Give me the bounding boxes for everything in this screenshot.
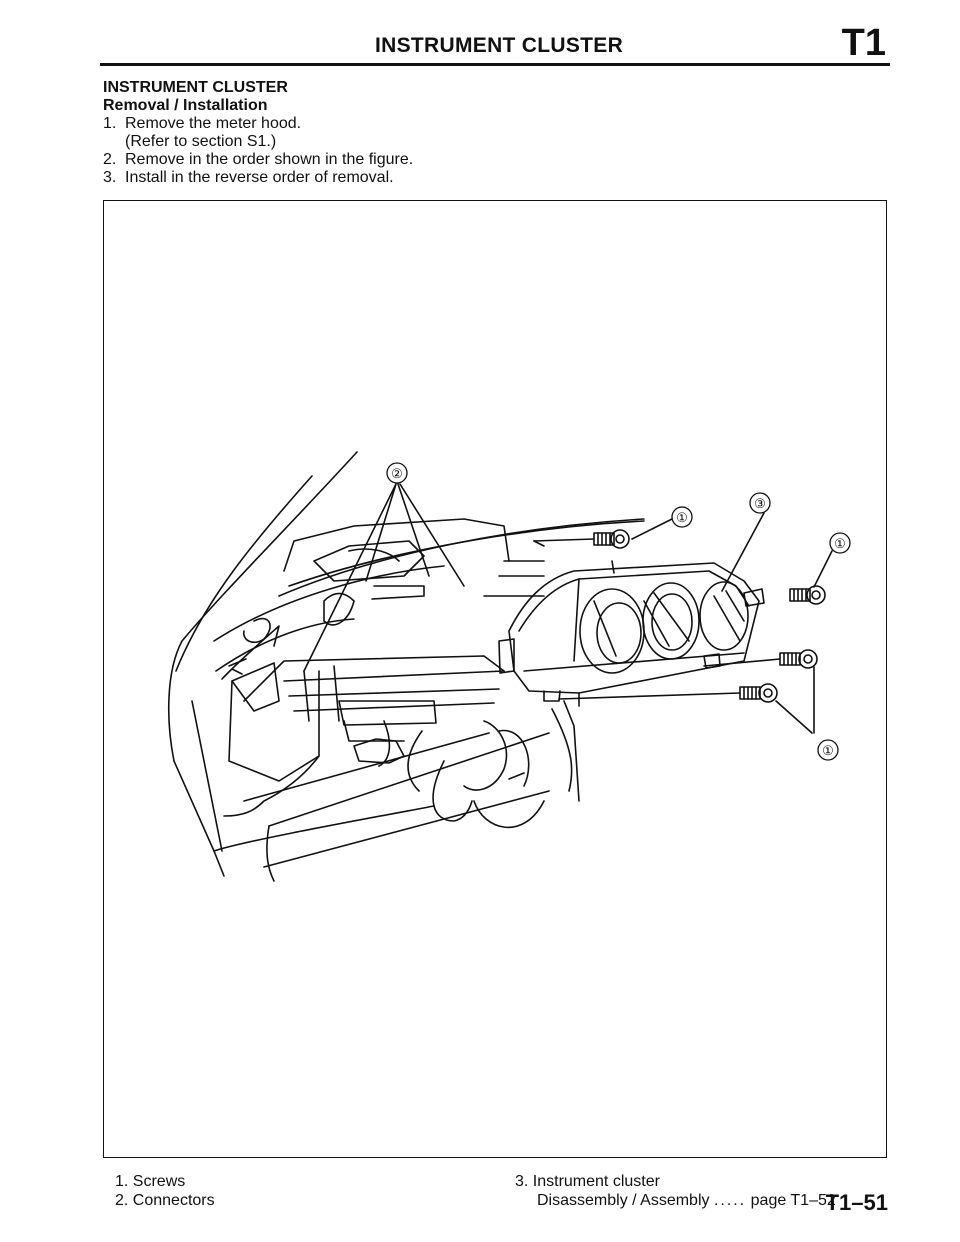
reference-label: Disassembly / Assembly (537, 1192, 710, 1209)
step-1-note: (Refer to section S1.) (103, 133, 413, 151)
callout-labels: ② ① ③ ① ① (391, 467, 846, 759)
reference-page: page T1–52 (750, 1192, 836, 1209)
legend-item-screws: 1. Screws (115, 1173, 186, 1190)
legend-right: 3. Instrument cluster Disassembly / Asse… (515, 1172, 836, 1210)
instrument-cluster-drawing (498, 540, 765, 707)
instrument-cluster-illustration: ② ① ③ ① ① (167, 451, 851, 882)
step-text: Remove the meter hood. (125, 115, 302, 132)
screw-drawings (533, 529, 826, 703)
step-text: Install in the reverse order of removal. (125, 169, 394, 186)
legend-left: 1. Screws 2. Connectors (115, 1172, 215, 1210)
step-number: 1. (103, 115, 117, 132)
legend-item-connectors: 2. Connectors (115, 1192, 215, 1209)
dashboard-drawing (167, 451, 645, 882)
legend-item-instrument-cluster: 3. Instrument cluster (515, 1173, 660, 1190)
callout-1c-label: ① (822, 744, 834, 759)
header-rule (100, 63, 890, 66)
callout-2-label: ② (391, 467, 403, 482)
header-title: INSTRUMENT CLUSTER (375, 34, 624, 57)
callout-3-label: ③ (754, 497, 766, 512)
section-title: INSTRUMENT CLUSTER (103, 79, 288, 96)
page-header: INSTRUMENT CLUSTER T1 (100, 22, 890, 64)
leader-lines (303, 483, 833, 734)
page-number: T1–51 (825, 1190, 888, 1215)
procedure-steps: 1. Remove the meter hood. (Refer to sect… (103, 115, 413, 187)
callout-1b-label: ① (834, 537, 846, 552)
step-number: 3. (103, 169, 117, 186)
figure-frame: ② ① ③ ① ① (103, 200, 887, 1158)
step-number: 2. (103, 151, 117, 168)
legend-item-reference: Disassembly / Assembly ..... page T1–52 (515, 1191, 836, 1210)
step-1: 1. Remove the meter hood. (103, 115, 413, 133)
step-2: 2. Remove in the order shown in the figu… (103, 151, 413, 169)
section-subtitle: Removal / Installation (103, 97, 268, 114)
callout-1-label: ① (676, 511, 688, 526)
callout-circles (386, 462, 851, 761)
step-3: 3. Install in the reverse order of remov… (103, 169, 413, 187)
reference-dots: ..... (713, 1192, 747, 1209)
step-text: Remove in the order shown in the figure. (125, 151, 414, 168)
header-section-code: T1 (841, 22, 886, 64)
step-text: (Refer to section S1.) (125, 133, 277, 150)
